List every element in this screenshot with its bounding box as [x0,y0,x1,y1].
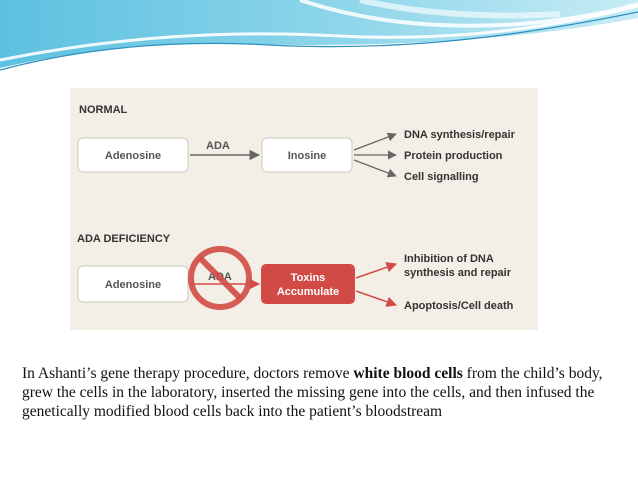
inosine-label: Inosine [288,150,327,162]
accumulate-label: Accumulate [277,286,339,298]
caption-text-start: In Ashanti’s gene therapy procedure, doc… [22,365,354,382]
inhibition-arrow [355,262,397,279]
caption-bold-term: white blood cells [353,365,463,382]
normal-heading: NORMAL [79,104,128,116]
outcome-arrow-1 [353,132,397,151]
deficiency-adenosine-box [77,265,189,303]
header-wave-decoration [0,0,638,71]
outcome-inhibition-line2: synthesis and repair [404,267,512,279]
outcome-arrow-3 [353,159,397,178]
outcome-apoptosis: Apoptosis/Cell death [404,300,514,312]
outcome-cell-signalling: Cell signalling [404,171,479,183]
caption-text-end: from the child’s body, grew the cells in… [22,365,603,420]
caption-paragraph: In Ashanti’s gene therapy procedure, doc… [22,364,622,421]
normal-adenosine-label: Adenosine [105,150,161,162]
deficiency-adenosine-label: Adenosine [105,279,161,291]
toxins-accumulate-box [261,264,355,304]
apoptosis-arrow [355,290,397,307]
outcome-protein-production: Protein production [404,150,503,162]
inosine-box [261,137,353,173]
toxins-label: Toxins [291,272,326,284]
outcome-dna-synthesis: DNA synthesis/repair [404,129,516,141]
normal-ada-label: ADA [206,140,230,152]
deficiency-heading: ADA DEFICIENCY [77,233,171,245]
prohibition-icon [188,246,252,310]
ada-pathway-diagram: NORMAL Adenosine ADA Inosine DNA synthes… [70,88,538,330]
outcome-inhibition-line1: Inhibition of DNA [404,253,494,265]
normal-adenosine-box [77,137,189,173]
